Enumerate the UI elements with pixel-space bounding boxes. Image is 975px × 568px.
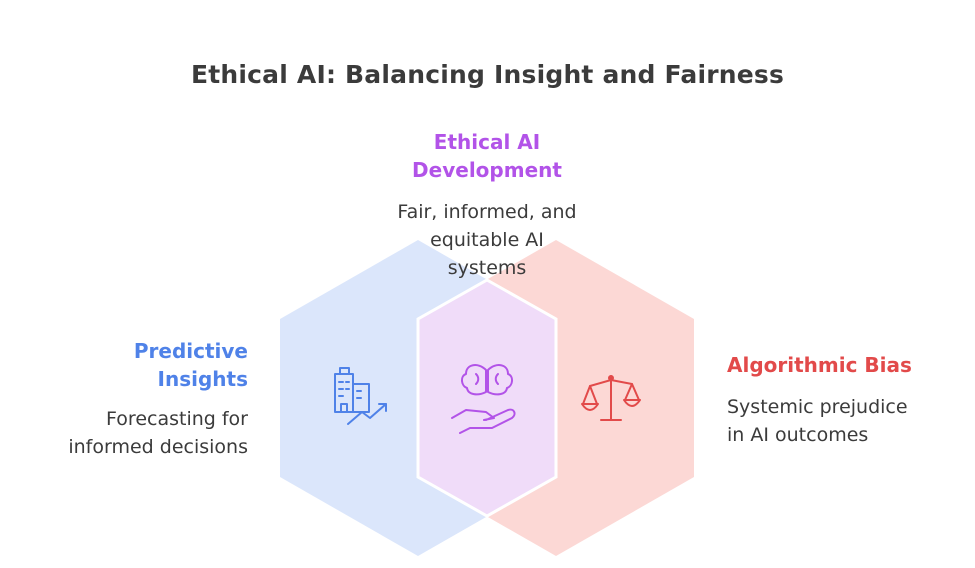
algorithmic-bias-description: Systemic prejudice in AI outcomes bbox=[727, 393, 967, 449]
predictive-desc-line2: informed decisions bbox=[68, 436, 248, 458]
ethical-title-line1: Ethical AI bbox=[433, 130, 541, 154]
algorithmic-bias-title: Algorithmic Bias bbox=[727, 353, 912, 377]
predictive-insights-description: Forecasting for informed decisions bbox=[0, 405, 248, 461]
predictive-title-line1: Predictive bbox=[133, 339, 248, 363]
building-chart-icon bbox=[334, 367, 387, 425]
ethical-overlap-hexagon bbox=[416, 278, 558, 518]
ethical-desc-line3: systems bbox=[447, 257, 527, 279]
predictive-insights-title: Predictive Insights bbox=[28, 337, 248, 393]
diagram-title: Ethical AI: Balancing Insight and Fairne… bbox=[190, 60, 785, 89]
brain-hand-icon bbox=[451, 364, 516, 434]
ethical-desc-line2: equitable AI bbox=[430, 229, 544, 251]
ethical-title-line2: Development bbox=[412, 158, 562, 182]
bias-desc-line2: in AI outcomes bbox=[727, 424, 869, 446]
ethical-desc-line1: Fair, informed, and bbox=[397, 201, 577, 223]
bias-desc-line1: Systemic prejudice bbox=[727, 396, 908, 418]
scales-icon bbox=[581, 375, 641, 421]
ethical-ai-title: Ethical AI Development bbox=[387, 128, 587, 184]
predictive-desc-line1: Forecasting for bbox=[106, 408, 248, 430]
ethical-ai-description: Fair, informed, and equitable AI systems bbox=[357, 198, 617, 282]
predictive-title-line2: Insights bbox=[157, 367, 248, 391]
